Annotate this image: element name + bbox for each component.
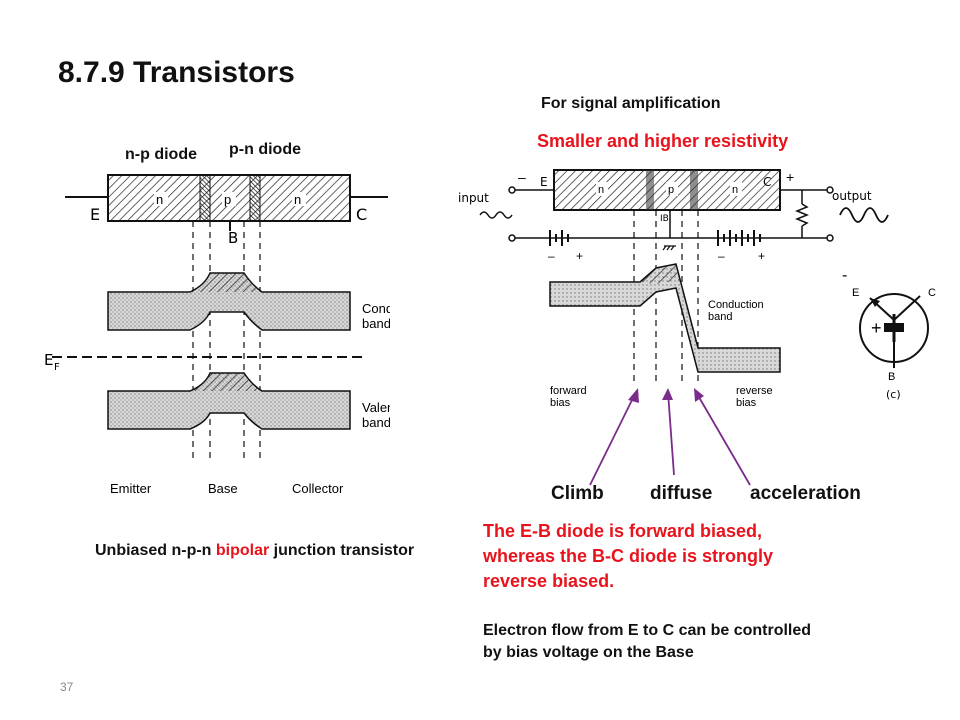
input-label: input (458, 191, 489, 205)
flow-note: Electron flow from E to C can be control… (483, 620, 943, 664)
caption-bipolar: bipolar (215, 542, 270, 559)
collector-plus: + (786, 169, 794, 185)
eb-battery-minus: – (548, 249, 555, 263)
output-label: output (832, 189, 872, 203)
unbiased-caption: Unbiased n-p-n bipolar junction transist… (95, 540, 415, 562)
region-p-bg (222, 192, 236, 206)
conduction-band-label-2: band (362, 316, 390, 331)
right-region-n2: n (732, 184, 738, 196)
caption-part-3: junction transistor (269, 542, 415, 559)
pn-diode-label: p-n diode (229, 141, 301, 158)
symbol-b-label: B (888, 371, 895, 383)
fermi-label: E (44, 351, 53, 369)
region-n1: n (156, 192, 163, 207)
unbiased-npn-band-diagram: n p n E C B Conduction band E F Valence … (44, 174, 390, 496)
terminal-e: E (90, 205, 100, 224)
output-signal-icon (839, 207, 889, 223)
climb-arrow (589, 391, 637, 486)
bias-statement-line-2: whereas the B-C diode is strongly (483, 546, 774, 566)
purpose-label: For signal amplification (541, 95, 721, 112)
region-n2-bg (292, 192, 306, 206)
symbol-e-label: E (852, 287, 859, 299)
fermi-sub: F (54, 362, 60, 373)
right-conduction-label-1: Conduction (708, 299, 764, 311)
pn-junction (249, 174, 261, 222)
right-terminal-c: C (763, 175, 771, 189)
biased-npn-diagram: input – E n p n C + output IB – + – + (458, 169, 936, 486)
terminal-c: C (356, 205, 367, 224)
input-terminal-bottom (508, 234, 516, 242)
diffuse-arrow-head-icon (662, 388, 673, 400)
acceleration-label: acceleration (750, 483, 861, 504)
output-terminal-bottom (826, 234, 834, 242)
forward-bias-label-2: bias (550, 397, 571, 409)
climb-arrow-head-icon (628, 388, 639, 403)
symbol-minus: - (842, 267, 847, 284)
resistivity-note: Smaller and higher resistivity (537, 131, 789, 151)
output-terminal-top (826, 186, 834, 194)
symbol-collector-lead (893, 295, 921, 321)
bias-statement-line-3: reverse biased. (483, 571, 615, 591)
symbol-emitter-arrow-icon (870, 298, 880, 307)
forward-bias-label-1: forward (550, 385, 587, 397)
climb-label: Climb (551, 483, 604, 504)
input-minus: – (518, 169, 526, 185)
right-region-n2-bg (730, 182, 742, 196)
bc-battery-plus: + (758, 249, 765, 263)
bc-battery-minus: – (718, 249, 725, 263)
emitter-label: Emitter (110, 481, 152, 496)
terminal-b: B (228, 229, 238, 247)
reverse-bias-label-2: bias (736, 397, 757, 409)
flow-note-line-1: Electron flow from E to C can be control… (483, 622, 812, 639)
acceleration-arrow (695, 391, 751, 486)
valence-band-hatch (190, 373, 262, 391)
bias-statement-line-1: The E-B diode is forward biased, (483, 521, 763, 541)
ground-icon (662, 245, 676, 251)
right-conduction-label-2: band (708, 311, 732, 323)
region-p: p (224, 192, 231, 207)
eb-battery-plus: + (576, 249, 583, 263)
region-n1-bg (154, 192, 168, 206)
right-region-p-bg (666, 182, 678, 196)
input-signal-icon (479, 211, 513, 219)
symbol-caption: (c) (886, 388, 901, 401)
diffuse-label: diffuse (650, 483, 713, 504)
reverse-bias-label-1: reverse (736, 385, 773, 397)
right-region-n1-bg (596, 182, 608, 196)
valence-band-label-2: band (362, 415, 390, 430)
diffuse-arrow (667, 391, 675, 476)
page-title: 8.7.9 Transistors (58, 56, 295, 89)
biased-band-hatch (640, 264, 680, 284)
region-n2: n (294, 192, 301, 207)
caption-part-1: Unbiased n-p-n (95, 542, 216, 559)
bias-statement: The E-B diode is forward biased, whereas… (483, 519, 903, 594)
base-label: Base (208, 481, 238, 496)
right-region-p: p (668, 184, 674, 196)
symbol-plus: + (871, 318, 882, 338)
page-number: 37 (60, 680, 74, 694)
right-region-n1: n (598, 184, 604, 196)
right-terminal-e: E (540, 175, 548, 189)
eb-junction (646, 170, 654, 210)
symbol-c-label: C (928, 287, 936, 299)
np-junction (199, 174, 211, 222)
collector-label: Collector (292, 481, 344, 496)
conduction-band-hatch (190, 273, 262, 292)
eb-battery-icon (549, 230, 569, 246)
np-diode-label: n-p diode (125, 146, 197, 163)
symbol-battery-icon (884, 323, 904, 332)
bc-junction (690, 170, 698, 210)
flow-note-line-2: by bias voltage on the Base (483, 644, 694, 661)
conduction-band-label-1: Conduction (362, 301, 390, 316)
input-terminal-top (508, 186, 516, 194)
bc-battery-icon (717, 230, 761, 246)
valence-band-label-1: Valence (362, 400, 390, 415)
ib-label: IB (660, 214, 669, 224)
load-resistor (794, 203, 810, 227)
acceleration-arrow-head-icon (694, 388, 704, 402)
